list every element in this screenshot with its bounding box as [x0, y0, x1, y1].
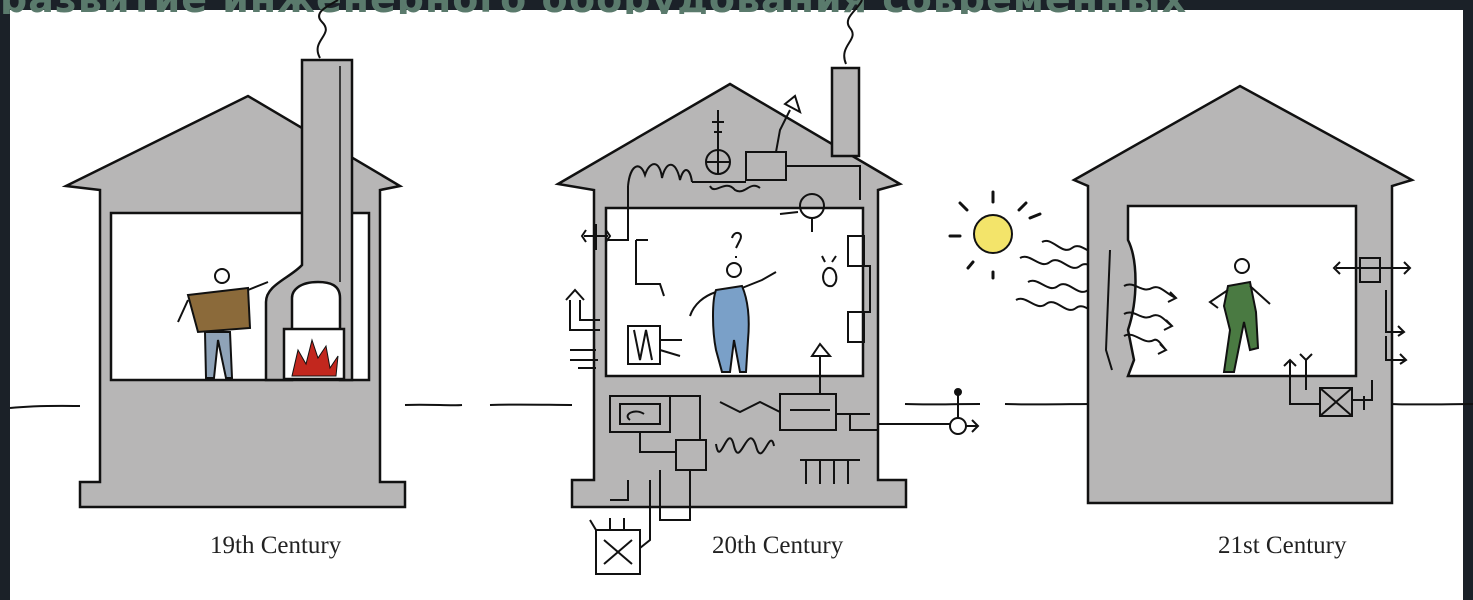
house-19th-century: [66, 0, 405, 507]
house-21st-century: [1074, 86, 1412, 503]
smoke: [318, 0, 338, 58]
caption-19th-century: 19th Century: [210, 532, 341, 560]
caption-20th-century: 20th Century: [712, 532, 843, 560]
house-20th-century: [558, 0, 978, 574]
chimney: [832, 68, 859, 156]
smoke: [844, 0, 862, 64]
caption-21st-century: 21st Century: [1218, 532, 1346, 560]
